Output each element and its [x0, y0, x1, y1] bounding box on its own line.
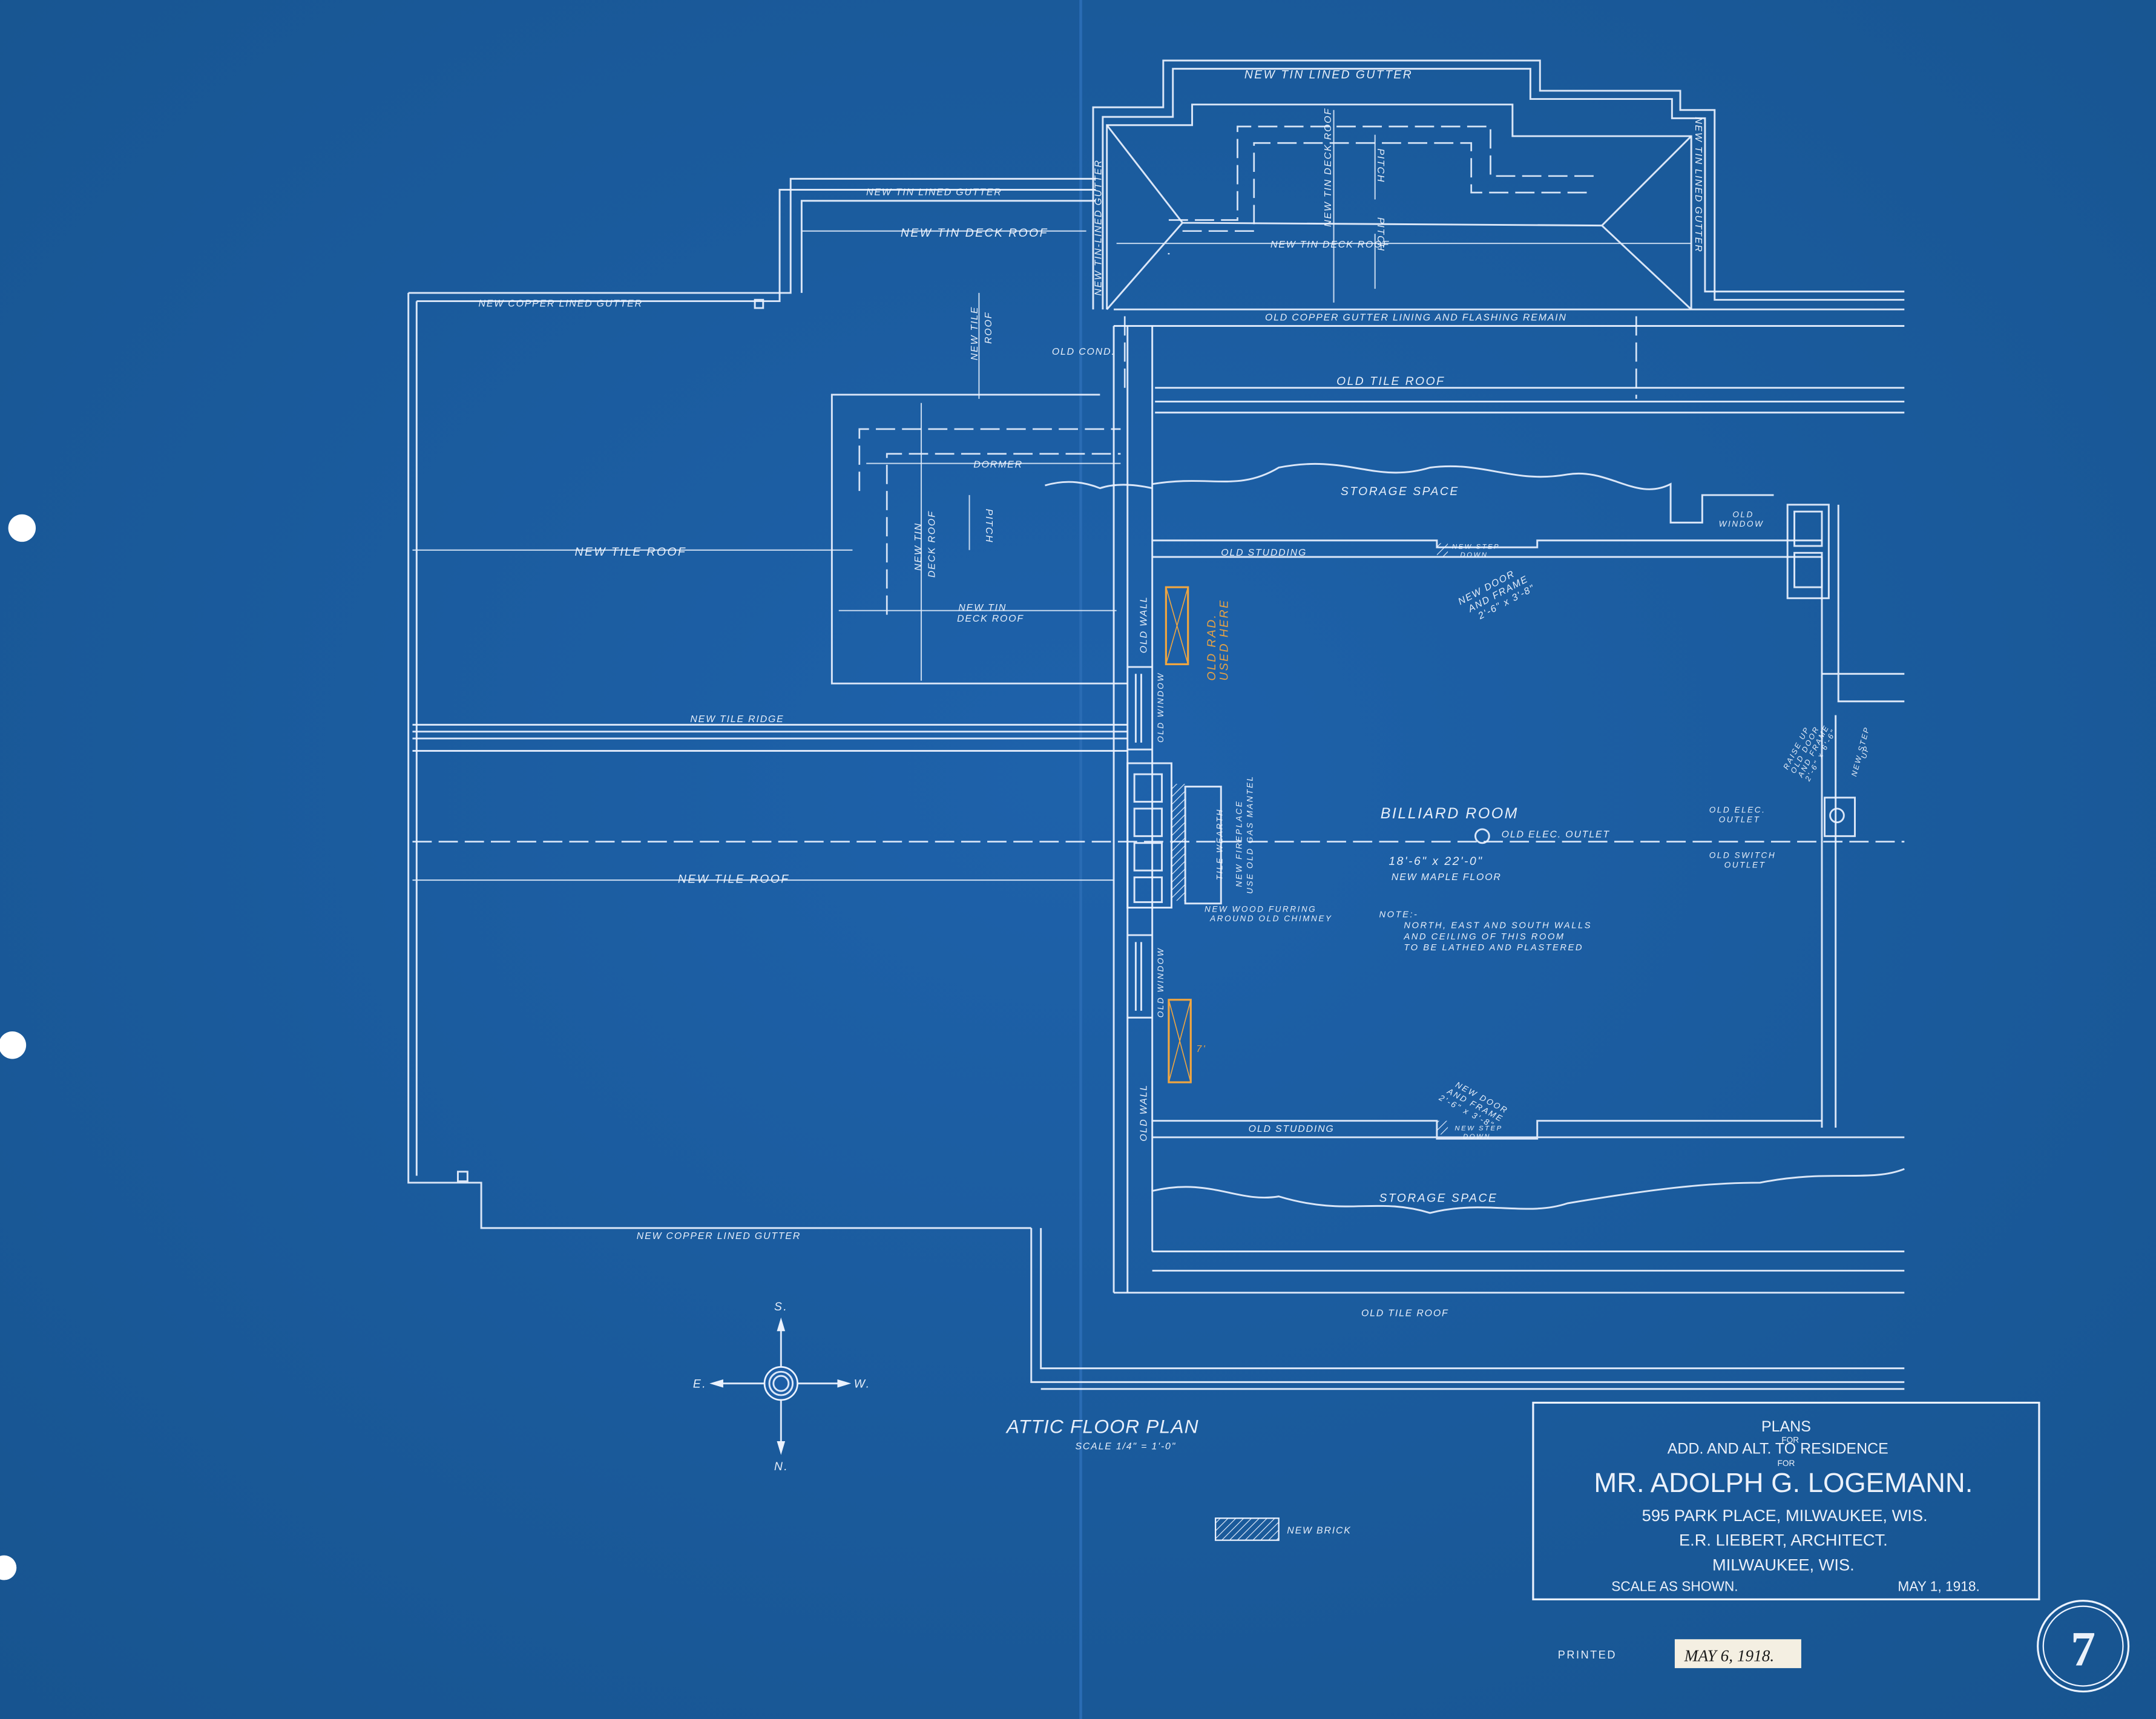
title-for: FOR: [1781, 1435, 1799, 1444]
label: NEW COPPER LINED GUTTER: [637, 1231, 801, 1241]
label: PITCH: [1375, 217, 1385, 252]
label: NEW COPPER LINED GUTTER: [479, 299, 643, 309]
note: AND CEILING OF THIS ROOM: [1403, 932, 1565, 942]
compass-east: E.: [693, 1378, 707, 1390]
label: WINDOW: [1719, 519, 1764, 528]
label: OLD COPPER GUTTER LINING AND FLASHING RE…: [1265, 312, 1567, 323]
label: OLD ELEC. OUTLET: [1502, 830, 1610, 840]
compass-north: N.: [774, 1461, 789, 1473]
label: NEW TILE: [970, 306, 980, 361]
sheet-number-badge: 7: [2037, 1600, 2130, 1693]
label: OLD STUDDING: [1221, 548, 1307, 558]
printed-date-slip: [1674, 1639, 1801, 1668]
title-address: 595 PARK PLACE, MILWAUKEE, WIS.: [1642, 1506, 1928, 1525]
label: NEW TIN: [958, 603, 1007, 613]
punch-holes: [0, 514, 36, 1580]
label: NEW MAPLE FLOOR: [1392, 872, 1502, 883]
printed-label: PRINTED: [1558, 1649, 1617, 1661]
label: NEW TILE RIDGE: [690, 714, 784, 725]
label: NEW TIN DECK ROOF: [901, 227, 1048, 240]
title-architect: E.R. LIEBERT, ARCHITECT.: [1679, 1531, 1888, 1550]
compass-west: W.: [854, 1378, 871, 1390]
label: OLD TILE ROOF: [1361, 1308, 1449, 1318]
label: USED HERE: [1218, 599, 1231, 681]
title-project: ADD. AND ALT. TO RESIDENCE: [1668, 1441, 1888, 1458]
label: NEW WOOD FURRING: [1205, 904, 1316, 913]
chimney: [1126, 666, 1222, 1019]
label: DORMER: [973, 459, 1023, 470]
label: OUTLET: [1719, 815, 1761, 824]
note: TO BE LATHED AND PLASTERED: [1404, 943, 1583, 953]
printed-date: MAY 6, 1918.: [1684, 1647, 1774, 1665]
label: OLD RAD.: [1206, 613, 1218, 680]
label: DECK ROOF: [927, 510, 938, 577]
label: NEW TIN-LINED GUTTER: [1094, 159, 1104, 295]
label: OLD WINDOW: [1156, 672, 1165, 743]
note: NORTH, EAST AND SOUTH WALLS: [1404, 921, 1592, 931]
label: DECK ROOF: [957, 614, 1024, 624]
label: NEW TIN LINED GUTTER: [1244, 69, 1413, 82]
label: NEW TIN: [913, 522, 924, 571]
label: NEW FIREPLACE: [1234, 800, 1243, 887]
dormer-outline: [830, 393, 1152, 685]
label: OUTLET: [1724, 861, 1766, 870]
label: NEW STEP: [1454, 1125, 1502, 1132]
title-for-2: FOR: [1778, 1459, 1795, 1468]
label: TILE WEARTH: [1215, 808, 1224, 880]
label: PITCH: [984, 509, 994, 544]
compass-rose: S. N. E. W.: [693, 1301, 871, 1473]
label: STORAGE SPACE: [1341, 485, 1459, 498]
title-client: MR. ADOLPH G. LOGEMANN.: [1594, 1467, 1973, 1498]
label: OLD WALL: [1139, 1084, 1149, 1142]
label: NEW TIN LINED GUTTER: [866, 188, 1002, 198]
title-date: MAY 1, 1918.: [1898, 1579, 1979, 1594]
label: AROUND OLD CHIMNEY: [1209, 914, 1332, 923]
label: OLD COND.: [1052, 347, 1116, 357]
label: NEW TIN DECK ROOF: [1323, 108, 1333, 227]
label: OLD ELEC.: [1709, 806, 1766, 815]
label: NEW STEP: [1452, 544, 1500, 551]
left-roof-outline: [407, 177, 1905, 1390]
title-block: PLANS FOR ADD. AND ALT. TO RESIDENCE FOR…: [1532, 1401, 2040, 1600]
drawing-scale: SCALE 1/4" = 1'-0": [1075, 1442, 1176, 1452]
label: 7': [1196, 1044, 1206, 1054]
title-scale: SCALE AS SHOWN.: [1611, 1579, 1738, 1594]
label: STORAGE SPACE: [1379, 1192, 1497, 1205]
label: NEW TILE ROOF: [575, 546, 687, 559]
label: OLD SWITCH: [1709, 851, 1776, 860]
old-radiator-marks: [1165, 586, 1192, 1083]
label: USE OLD GAS MANTEL: [1246, 775, 1255, 893]
legend-label: NEW BRICK: [1287, 1525, 1351, 1536]
label: 18'-6" x 22'-0": [1389, 855, 1483, 868]
compass-south: S.: [774, 1301, 788, 1313]
tower-roof-outline: [1092, 59, 1905, 399]
old-roof-bands: [1114, 308, 1905, 1294]
room-name: BILLIARD ROOM: [1381, 805, 1519, 822]
sheet-number: 7: [2071, 1621, 2095, 1676]
legend-new-brick: NEW BRICK: [1215, 1517, 1351, 1541]
label: OLD WALL: [1139, 596, 1149, 654]
label: NEW TIN LINED GUTTER: [1693, 117, 1703, 252]
label: ROOF: [984, 312, 994, 344]
note: NOTE:-: [1379, 910, 1418, 919]
label: OLD WINDOW: [1156, 947, 1165, 1018]
label: OLD STUDDING: [1249, 1124, 1335, 1134]
label: NEW TILE ROOF: [678, 873, 790, 886]
label: DOWN: [1463, 1133, 1491, 1140]
brick-hatch-swatch: [1215, 1517, 1280, 1541]
billiard-room-walls: [412, 326, 1905, 1293]
label: PITCH: [1375, 148, 1385, 183]
label: NEW TIN DECK ROOF: [1270, 240, 1390, 250]
label: DOWN: [1461, 551, 1488, 559]
title-city: MILWAUKEE, WIS.: [1712, 1556, 1855, 1574]
label: OLD: [1732, 510, 1754, 519]
label: UP: [1859, 744, 1871, 760]
label: OLD TILE ROOF: [1336, 375, 1445, 388]
title-plans: PLANS: [1761, 1418, 1811, 1435]
drawing-title: ATTIC FLOOR PLAN: [1005, 1415, 1199, 1437]
